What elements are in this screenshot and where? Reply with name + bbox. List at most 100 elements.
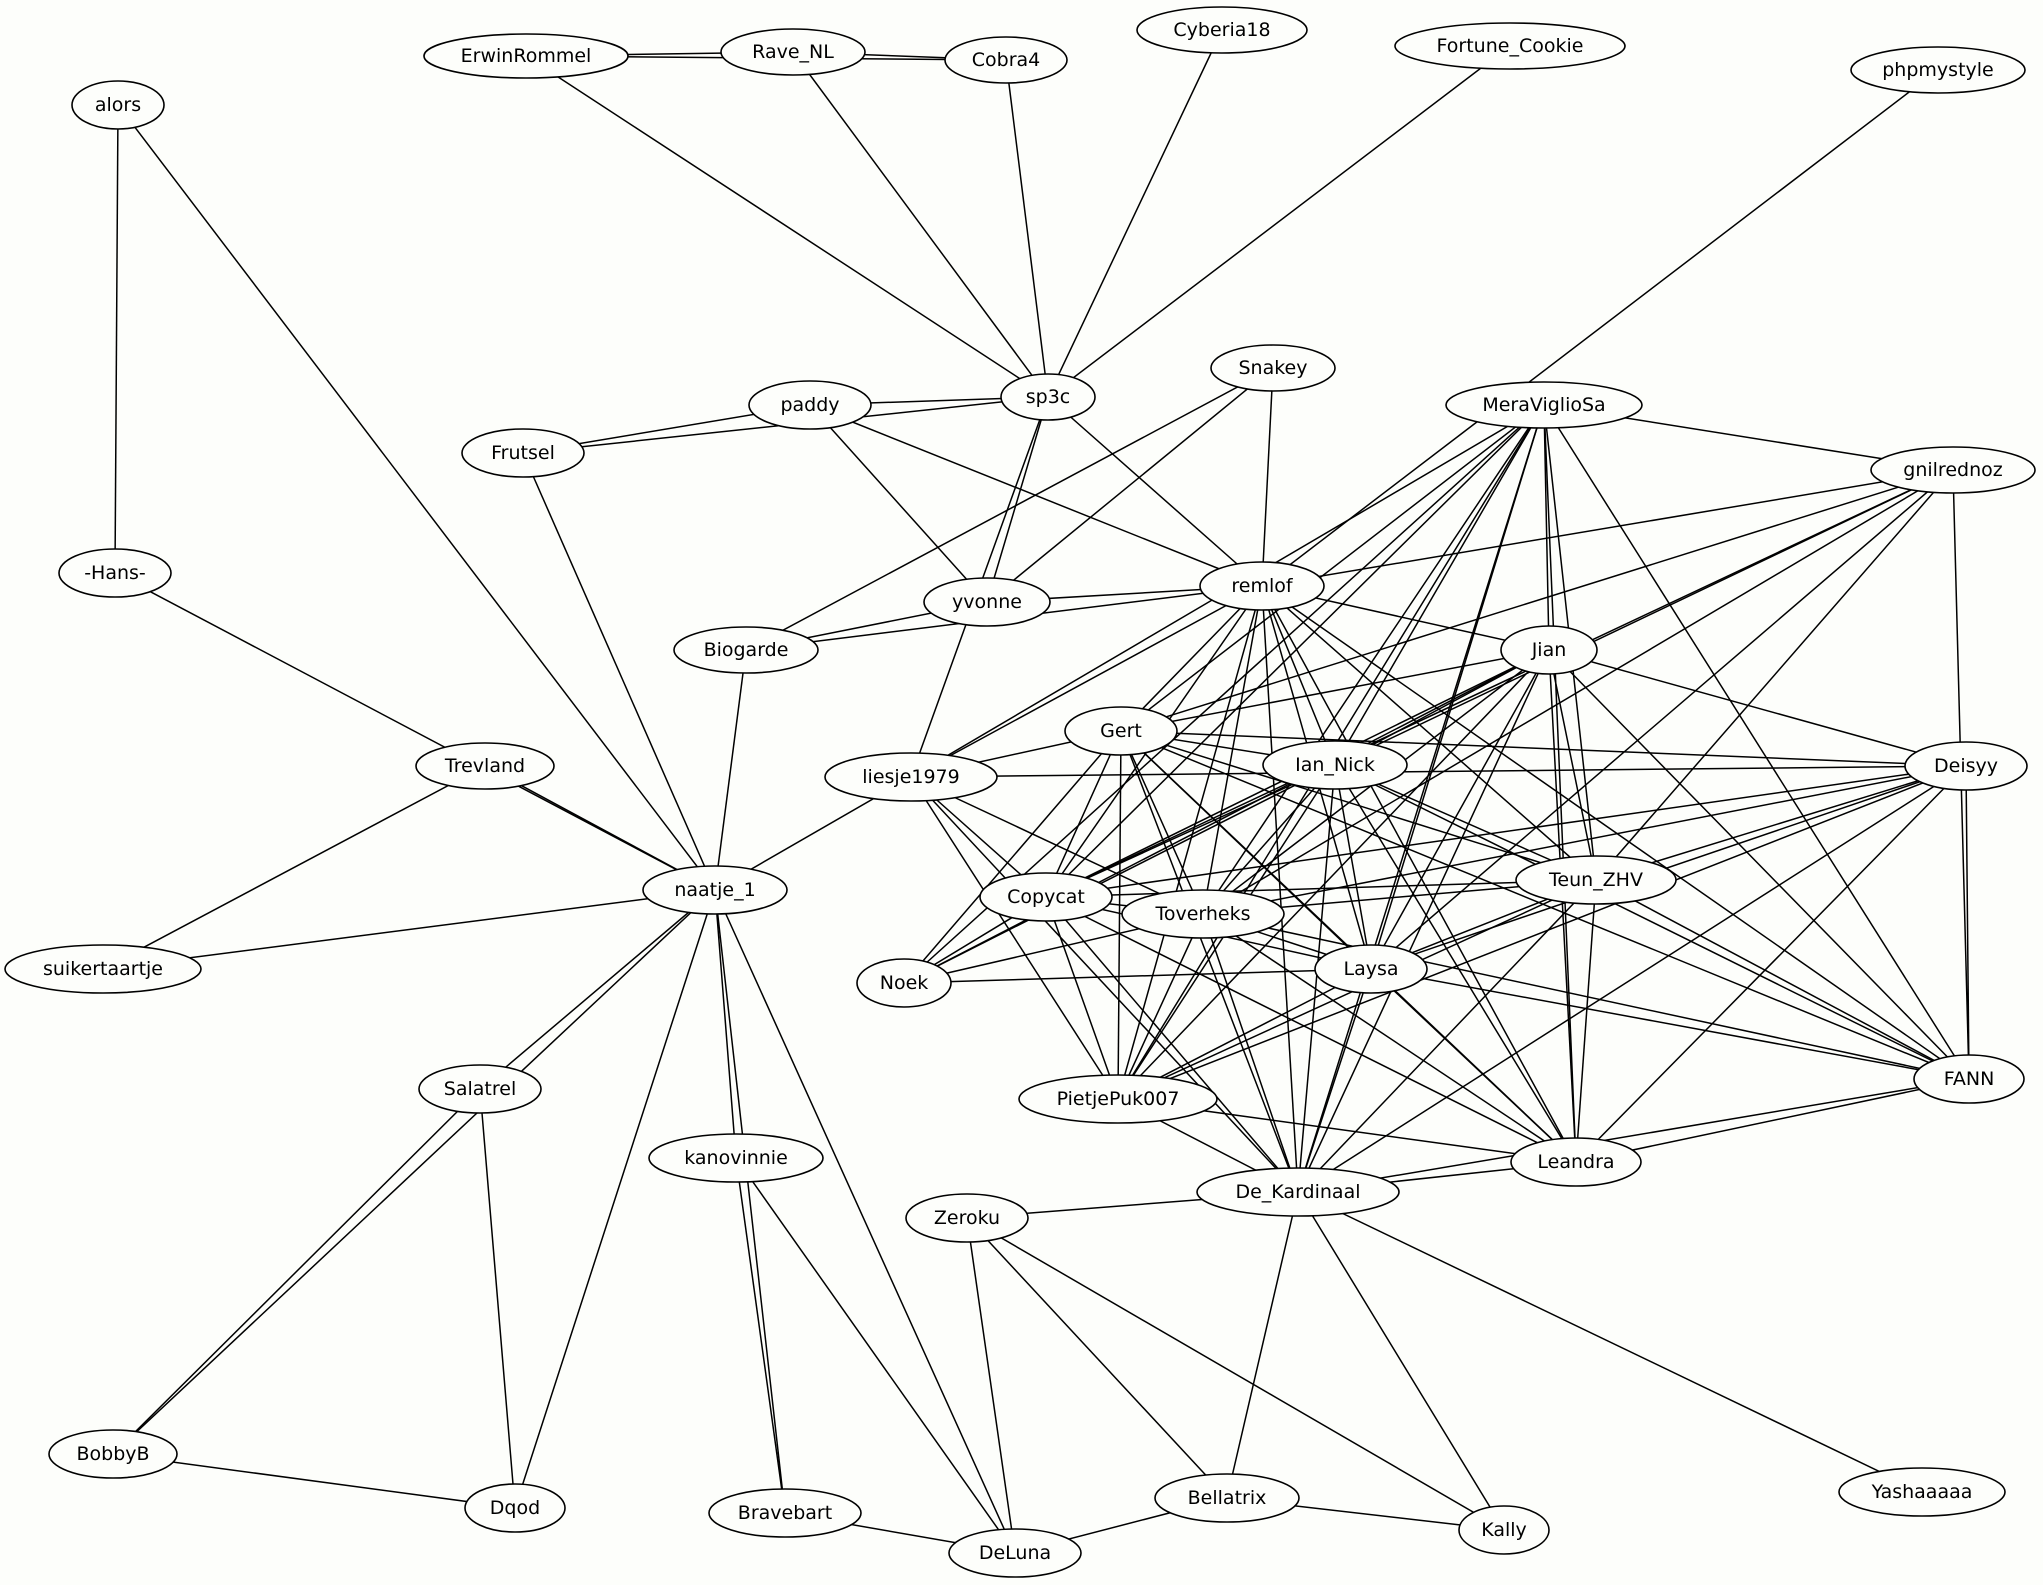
edge-meravigliosa-copycat <box>1045 404 1545 898</box>
node-label: remlof <box>1231 575 1293 597</box>
edge-liesje1979-toverheks <box>910 776 1204 915</box>
edge-gert-de-kardinaal <box>1120 730 1299 1193</box>
edge-ian-nick-leandra <box>1334 764 1577 1163</box>
edge-cobra4-sp3c <box>1005 59 1049 398</box>
node-laysa: Laysa <box>1314 944 1428 994</box>
edge-sp3c-remlof <box>1047 396 1263 587</box>
node-label: PietjePuk007 <box>1057 1088 1180 1110</box>
node-ellipse <box>1121 889 1285 939</box>
edge-gert-pietjepuk007 <box>1117 730 1122 1100</box>
edge-meravigliosa-jian <box>1543 404 1550 651</box>
node-ellipse <box>948 1528 1082 1578</box>
node-label: Frutsel <box>491 442 555 464</box>
edge-salatrel-dqod <box>479 1088 516 1509</box>
edge-gert-fann <box>1120 730 1970 1080</box>
node-deluna: DeLuna <box>948 1528 1082 1578</box>
edge-remlof-fann <box>1261 585 1970 1080</box>
node-ellipse <box>1262 740 1408 790</box>
node-cobra4: Cobra4 <box>944 36 1068 84</box>
node-label: BobbyB <box>76 1443 149 1465</box>
edge-bobbyb-dqod <box>112 1453 516 1509</box>
node-toverheks: Toverheks <box>1121 889 1285 939</box>
node-noek: Noek <box>856 958 952 1008</box>
node-gert: Gert <box>1064 706 1178 756</box>
edge-alors-naatje-1 <box>117 104 716 891</box>
edge-trevland-suikertaartje <box>102 765 486 970</box>
node-label: paddy <box>780 394 839 416</box>
node-label: phpmystyle <box>1882 59 1993 81</box>
edge-naatje-1-deluna <box>714 889 1016 1554</box>
node-label: De_Kardinaal <box>1235 1181 1360 1203</box>
edge-deisyy-pietjepuk007 <box>1117 765 1967 1100</box>
edges-layer <box>102 29 1970 1554</box>
edge-jian-pietjepuk007 <box>1117 649 1550 1100</box>
edge-liesje1979-deisyy <box>910 765 1967 778</box>
edge-de-kardinaal-yashaaaaa <box>1297 1191 1923 1493</box>
node-ellipse <box>1154 1473 1300 1523</box>
node-bravebart: Bravebart <box>708 1488 862 1538</box>
node-bobbyb: BobbyB <box>48 1429 178 1479</box>
node-pietjepuk007: PietjePuk007 <box>1018 1074 1218 1124</box>
edge-remlof-liesje1979 <box>910 585 1263 778</box>
edge-toverheks-leandra <box>1202 913 1577 1163</box>
node-ellipse <box>415 742 555 790</box>
edge-ian-nick-fann <box>1334 764 1970 1080</box>
node-label: Trevland <box>444 755 525 777</box>
edge-meravigliosa-leandra <box>1543 404 1577 1163</box>
edge-teun-zhv-fann <box>1595 879 1970 1080</box>
edge-alors-hans <box>114 104 119 574</box>
node-label: Snakey <box>1238 357 1307 379</box>
edge-deisyy-teun-zhv <box>1595 765 1967 881</box>
edge-erwinrommel-sp3c <box>525 55 1049 398</box>
node-label: DeLuna <box>979 1542 1051 1564</box>
edge-salatrel-bobbyb <box>112 1088 481 1455</box>
node-label: sp3c <box>1026 386 1071 408</box>
edge-snakey-biogarde <box>745 367 1274 651</box>
node-ellipse <box>1850 46 2026 94</box>
edge-teun-zhv-de-kardinaal <box>1297 879 1597 1193</box>
edge-remlof-pietjepuk007 <box>1117 585 1263 1100</box>
node-liesje1979: liesje1979 <box>824 752 998 802</box>
edge-liesje1979-de-kardinaal <box>910 776 1299 1193</box>
edge-naatje-1-suikertaartje <box>102 889 716 970</box>
node-label: Jian <box>1531 639 1567 661</box>
node-ellipse <box>1870 446 2036 494</box>
edge-copycat-de-kardinaal <box>1045 896 1299 1193</box>
node-label: Laysa <box>1343 958 1398 980</box>
edge-phpmystyle-remlof <box>1261 69 1939 587</box>
node-label: Gert <box>1100 720 1142 742</box>
node-suikertaartje: suikertaartje <box>4 944 202 994</box>
node-label: ErwinRommel <box>461 45 592 67</box>
edge-cyberia18-sp3c <box>1047 29 1223 398</box>
node-label: kanovinnie <box>684 1147 788 1169</box>
node-label: Yashaaaaa <box>1871 1481 1973 1503</box>
node-kanovinnie: kanovinnie <box>648 1133 824 1183</box>
edge-deisyy-leandra <box>1575 765 1967 1163</box>
edge-ian-nick-toverheks <box>1202 764 1336 915</box>
edge-toverheks-fann <box>1202 913 1970 1080</box>
edge-gert-toverheks <box>1120 730 1204 915</box>
node-deisyy: Deisyy <box>1904 741 2028 791</box>
node-label: Cobra4 <box>972 49 1041 71</box>
edge-naatje-1-bobbyb <box>112 889 716 1455</box>
edge-gnilrednoz-gert <box>1120 469 1954 732</box>
node-hans: -Hans- <box>58 548 172 598</box>
edge-copycat-pietjepuk007 <box>1045 896 1119 1100</box>
node-label: Bravebart <box>738 1502 832 1524</box>
edge-hans-naatje-1 <box>114 572 716 891</box>
node-ellipse <box>824 752 998 802</box>
edge-copycat-leandra <box>1045 896 1577 1163</box>
edge-ian-nick-copycat <box>1045 764 1336 898</box>
edge-deisyy-copycat <box>1045 765 1967 898</box>
node-ellipse <box>1510 1137 1642 1187</box>
node-ellipse <box>1838 1467 2006 1517</box>
edge-fortune-cookie-sp3c <box>1047 45 1511 398</box>
node-ellipse <box>905 1193 1029 1243</box>
edge-ian-nick-noek <box>903 764 1336 984</box>
node-ellipse <box>720 28 866 76</box>
node-biogarde: Biogarde <box>673 626 819 674</box>
edge-snakey-yvonne <box>986 367 1274 603</box>
node-label: Leandra <box>1537 1151 1614 1173</box>
node-label: gnilrednoz <box>1903 459 2002 481</box>
